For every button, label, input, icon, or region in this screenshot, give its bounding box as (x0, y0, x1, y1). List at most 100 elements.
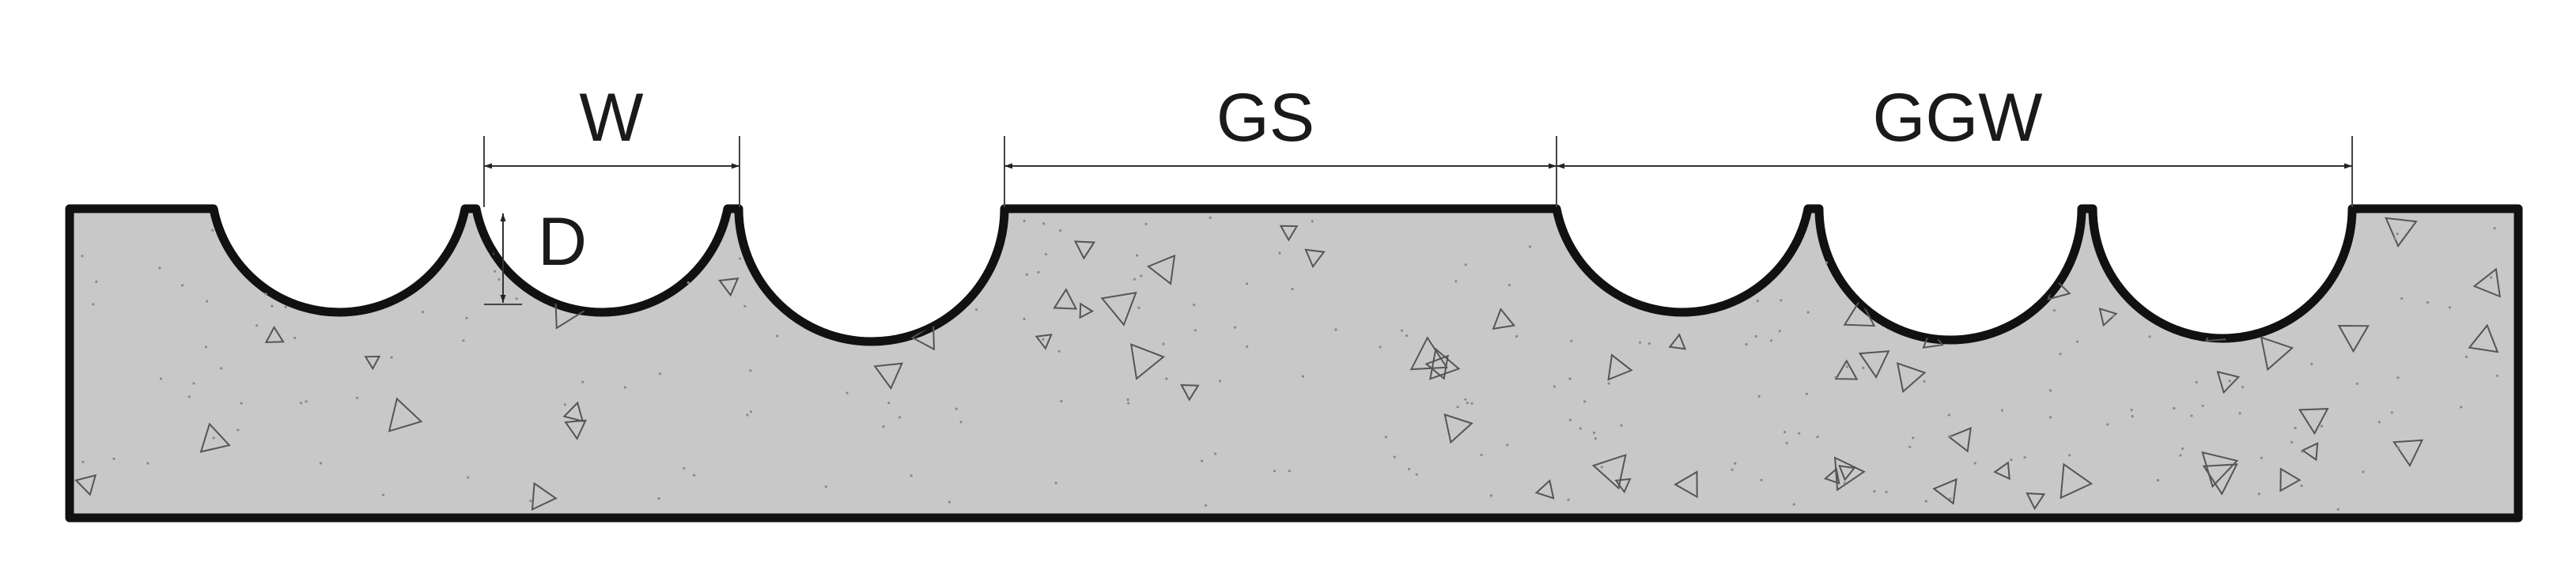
aggregate-dot (2179, 454, 2182, 457)
aggregate-dot (2068, 454, 2071, 457)
aggregate-triangle (531, 481, 558, 511)
aggregate-dot (81, 255, 84, 258)
aggregate-dot (2201, 404, 2204, 407)
aggregate-dot (1805, 392, 1808, 395)
aggregate-dot (2112, 314, 2115, 318)
aggregate-dot (529, 499, 532, 503)
aggregate-dot (2106, 423, 2109, 426)
aggregate-dot (658, 372, 662, 376)
aggregate-dot (349, 286, 352, 289)
aggregate-dot (1594, 437, 1597, 440)
aggregate-dot (320, 462, 323, 465)
aggregate-dot (494, 270, 497, 273)
aggregate-triangle (2098, 308, 2118, 327)
aggregate-dot (1334, 328, 1337, 331)
aggregate-triangle (1843, 298, 1876, 327)
aggregate-triangle (1628, 250, 1656, 276)
aggregate-triangle (1428, 347, 1461, 380)
aggregate-dot (2320, 425, 2323, 428)
aggregate-triangle (562, 401, 584, 423)
aggregate-dot (1136, 254, 1139, 257)
aggregate-dot (2362, 470, 2365, 474)
aggregate-dot (1553, 385, 1556, 388)
aggregate-dot (1025, 273, 1028, 276)
aggregate-triangle (1614, 478, 1632, 494)
aggregate-dot (2026, 266, 2029, 269)
aggregate-dot (800, 290, 803, 293)
aggregate-triangle (364, 355, 381, 371)
aggregate-dot (2000, 409, 2003, 412)
aggregate-dot (910, 474, 913, 478)
aggregate-dot (2010, 459, 2013, 462)
aggregate-triangle (564, 419, 588, 440)
aggregate-triangle (1035, 334, 1053, 350)
aggregate-dot (1464, 263, 1467, 266)
aggregate-dot (898, 416, 902, 419)
aggregate-triangle (2468, 323, 2499, 353)
aggregate-dot (390, 356, 393, 359)
aggregate-dot (1843, 481, 1846, 485)
aggregate-dot (1696, 281, 1699, 284)
aggregate-triangle (2393, 439, 2424, 467)
aggregate-triangle (1674, 470, 1698, 499)
aggregate-dot (2048, 389, 2052, 392)
aggregate-dot (1947, 413, 1950, 417)
aggregate-dot (1126, 398, 1129, 402)
aggregate-triangle (1753, 219, 1784, 251)
aggregate-dot (2059, 353, 2062, 356)
aggregate-dot (2400, 296, 2404, 300)
aggregate-triangle (1823, 467, 1840, 485)
aggregate-dot (2396, 446, 2400, 449)
aggregate-dot (2188, 228, 2192, 232)
aggregate-dot (1405, 334, 1409, 338)
aggregate-dot (2199, 295, 2202, 298)
aggregate-dot (1489, 494, 1493, 497)
aggregate-dot (2052, 309, 2056, 312)
aggregate-dot (1592, 431, 1596, 435)
aggregate-dot (1291, 288, 1294, 291)
aggregate-dot (1973, 462, 1976, 465)
aggregate-triangle (1833, 456, 1866, 492)
aggregate-dot (1162, 342, 1165, 345)
label-w: W (579, 80, 643, 156)
aggregate-dot (975, 308, 978, 311)
aggregate-dot (1963, 270, 1966, 274)
aggregate-dot (462, 339, 465, 342)
aggregate-dot (1798, 432, 1801, 435)
aggregate-dot (1862, 366, 1865, 369)
aggregate-dot (1734, 462, 1737, 465)
aggregate-dot (1568, 418, 1572, 421)
aggregate-dot (2241, 386, 2245, 389)
aggregate-triangle (1993, 461, 2010, 481)
aggregate-dot (187, 395, 191, 398)
aggregate-triangle (2026, 492, 2046, 511)
aggregate-dot (240, 402, 243, 405)
aggregate-dot (1949, 497, 1952, 500)
aggregate-dot (657, 496, 660, 500)
aggregate-dot (515, 297, 518, 300)
aggregate-dot (2260, 456, 2263, 459)
aggregate-dot (1464, 398, 1467, 401)
aggregate-dot (1757, 394, 1761, 398)
aggregate-dot (1042, 338, 1045, 341)
aggregate-dot (581, 285, 584, 289)
aggregate-dot (1600, 466, 1603, 469)
aggregate-triangle (1838, 464, 1856, 481)
aggregate-dot (1568, 377, 1572, 380)
aggregate-dot (2130, 409, 2133, 412)
aggregate-triangle (1180, 383, 1200, 402)
aggregate-dot (2023, 456, 2026, 459)
aggregate-dot (1245, 282, 1249, 285)
aggregate-dot (2238, 412, 2241, 415)
aggregate-dot (1610, 262, 1613, 265)
aggregate-dot (211, 228, 214, 232)
aggregate-dot (1780, 299, 1783, 302)
aggregate-dot (1140, 274, 1143, 277)
aggregate-dot (1756, 300, 1759, 303)
label-ggw: GGW (1873, 80, 2043, 156)
aggregate-dot (946, 239, 949, 242)
aggregate-dot (1923, 379, 1926, 383)
aggregate-dot (382, 231, 385, 234)
aggregate-triangle (1607, 353, 1633, 381)
aggregate-dot (497, 277, 501, 281)
